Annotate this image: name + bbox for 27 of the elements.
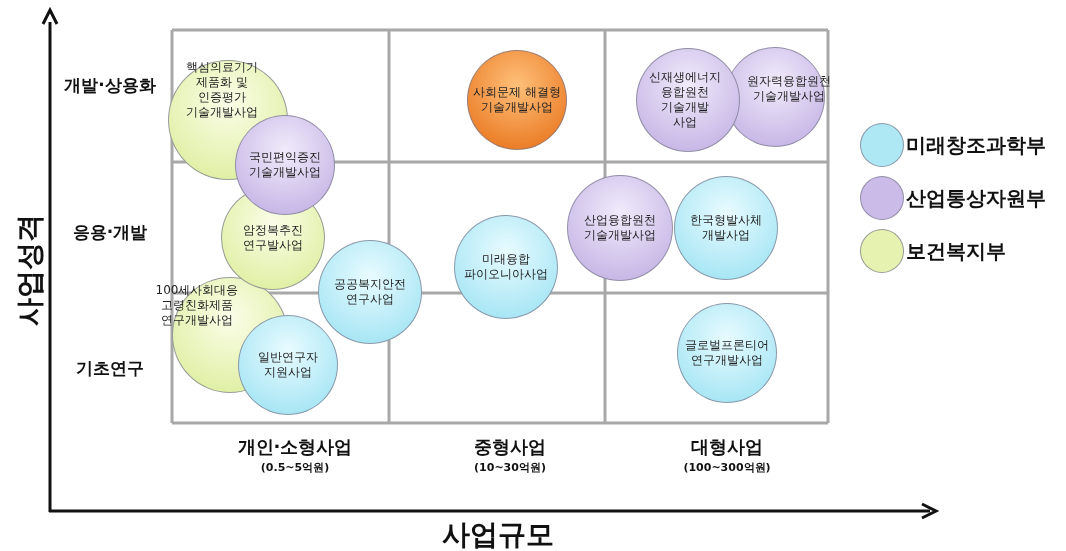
row-label: 응용·개발 [72, 220, 148, 244]
bubble-label: 신재생에너지 융합원천 기술개발 사업 [649, 70, 721, 130]
legend-label: 산업통상자원부 [906, 185, 1046, 212]
column-label: 대형사업 [691, 435, 763, 459]
bubble-label: 암정복추진 연구발사업 [242, 223, 304, 253]
legend-label: 보건복지부 [906, 238, 1006, 265]
bubble-label: 글로벌프론티어 연구개발사업 [684, 338, 770, 368]
bubble-label: 핵심의료기기 제품화 및 인증평가 기술개발사업 [185, 60, 259, 120]
bubble-label: 사회문제 해결형 기술개발사업 [472, 85, 562, 115]
column-note: (0.5~5억원) [260, 459, 330, 475]
column-label: 중형사업 [474, 435, 546, 459]
bubble-label: 국민편익증진 기술개발사업 [248, 150, 322, 180]
row-label: 기초연구 [76, 356, 144, 380]
bubble-label: 원자력융합원천 기술개발사업 [747, 74, 831, 104]
column-note: (100~300억원) [683, 459, 771, 475]
bubble-label: 미래융합 파이오니아사업 [463, 252, 549, 282]
bubble-label: 산업융합원천 기술개발사업 [583, 213, 657, 243]
column-label: 개인·소형사업 [237, 435, 353, 459]
bubble-label: 한국형발사체 개발사업 [689, 213, 763, 243]
bubble-label: 일반연구자 지원사업 [257, 350, 319, 380]
bubble-label: 100세사회대응 고령친화제품 연구개발사업 [155, 282, 239, 328]
row-label: 개발·상용화 [64, 73, 156, 97]
axis-title: 사업규모 [442, 517, 554, 551]
bubble-label: 공공복지안전 연구사업 [333, 277, 407, 307]
legend-label: 미래창조과학부 [906, 132, 1046, 159]
axis-title: 사업성격 [12, 214, 47, 326]
column-note: (10~30억원) [474, 459, 546, 475]
